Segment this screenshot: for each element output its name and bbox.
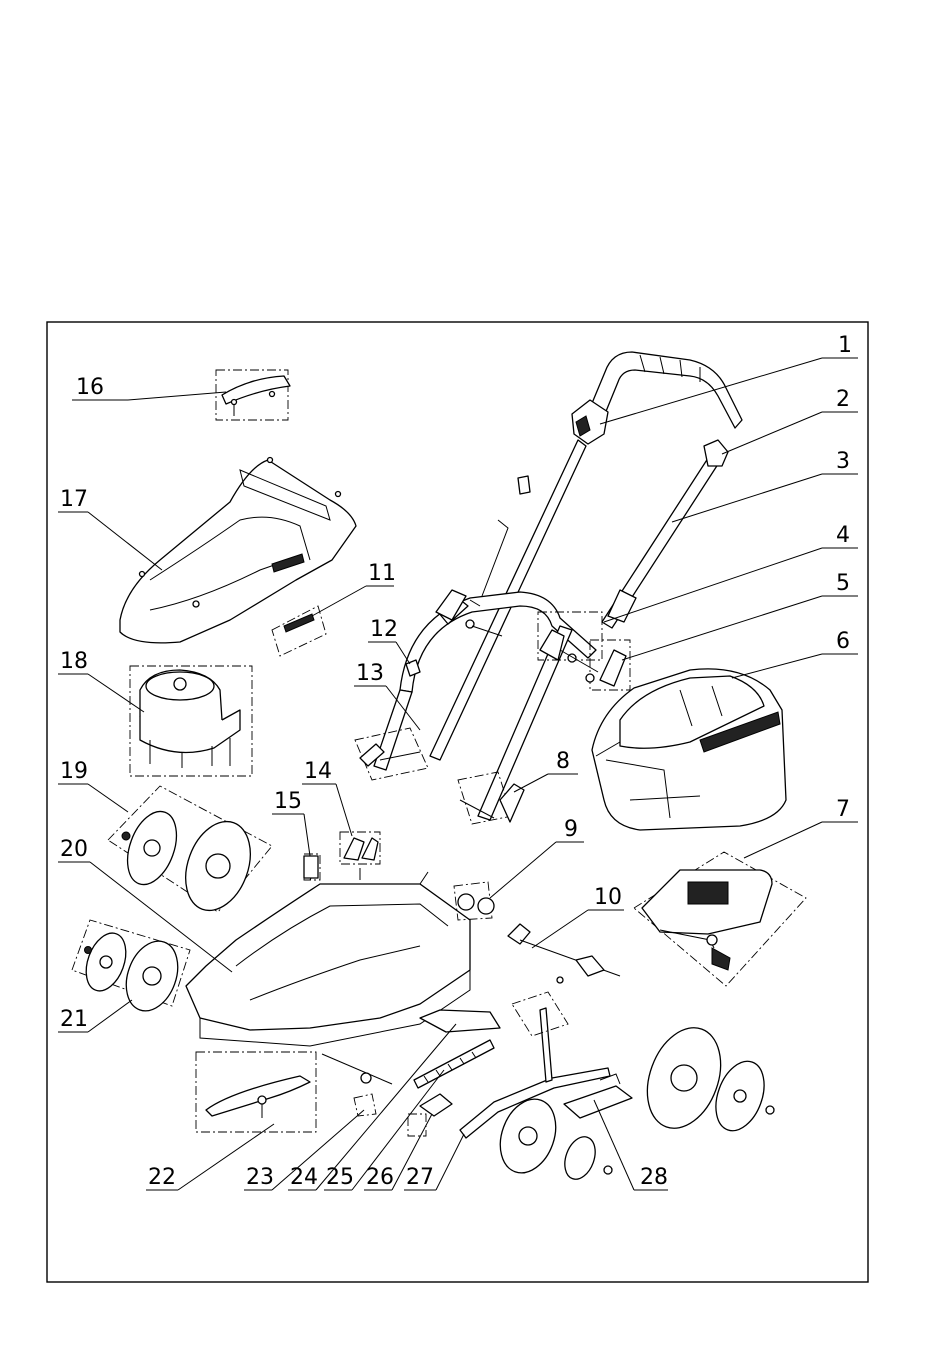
callout-6: 6 (732, 629, 858, 678)
callout-27-label: 27 (406, 1165, 434, 1190)
callout-24-label: 24 (290, 1165, 318, 1190)
callout-12-label: 12 (370, 617, 398, 642)
callout-3-label: 3 (836, 449, 850, 474)
callout-16: 16 (72, 375, 226, 400)
rear-wheel-group-19 (108, 786, 272, 919)
callout-1-label: 1 (838, 333, 852, 358)
callout-21-label: 21 (60, 1007, 88, 1032)
callout-6-label: 6 (836, 629, 850, 654)
small-clip (518, 476, 530, 494)
front-wheel-large (634, 1018, 774, 1139)
callout-9-label: 9 (564, 817, 578, 842)
axle-10 (508, 924, 620, 983)
callout-21: 21 (58, 1000, 132, 1032)
callout-4-label: 4 (836, 523, 850, 548)
contact-plate-11 (272, 606, 326, 656)
callout-13-label: 13 (356, 661, 384, 686)
callout-22-label: 22 (148, 1165, 176, 1190)
callout-5-label: 5 (836, 571, 850, 596)
callout-12: 12 (368, 617, 410, 664)
callout-20-label: 20 (60, 837, 88, 862)
callout-17-label: 17 (60, 487, 88, 512)
lower-handle (374, 520, 596, 820)
callout-27: 27 (404, 1134, 464, 1190)
callout-10-label: 10 (594, 885, 622, 910)
callout-19: 19 (58, 759, 128, 812)
callout-19-label: 19 (60, 759, 88, 784)
battery-cover-7 (634, 852, 806, 986)
callout-18-label: 18 (60, 649, 88, 674)
motor-18 (130, 666, 252, 776)
callout-18: 18 (58, 649, 144, 712)
shaft-23 (322, 1054, 392, 1116)
callout-14-label: 14 (304, 759, 332, 784)
callout-17: 17 (58, 487, 162, 570)
motor-cover-17 (120, 458, 356, 643)
callout-23-label: 23 (246, 1165, 274, 1190)
callout-8: 8 (514, 749, 578, 792)
lever-26 (408, 1094, 452, 1136)
bracket-24 (420, 1010, 500, 1032)
callout-2-label: 2 (836, 387, 850, 412)
callout-15: 15 (272, 789, 310, 856)
grass-collection-box-6 (592, 669, 786, 830)
callout-25-label: 25 (326, 1165, 354, 1190)
callout-11: 11 (312, 561, 396, 616)
callout-14: 14 (302, 759, 352, 836)
callout-11-label: 11 (368, 561, 396, 586)
callout-15-label: 15 (274, 789, 302, 814)
callout-26-label: 26 (366, 1165, 394, 1190)
callout-7-label: 7 (836, 797, 850, 822)
callout-8-label: 8 (556, 749, 570, 774)
callout-10: 10 (532, 885, 624, 948)
callout-28-label: 28 (640, 1165, 668, 1190)
bracket-14 (340, 832, 380, 864)
callout-9: 9 (490, 817, 584, 898)
spring-25 (414, 1040, 494, 1088)
callout-16-label: 16 (76, 375, 104, 400)
rear-wheel-group-21 (72, 920, 190, 1018)
carry-handle-16 (216, 370, 290, 420)
callout-5: 5 (622, 571, 858, 660)
blade-22 (196, 1052, 316, 1132)
